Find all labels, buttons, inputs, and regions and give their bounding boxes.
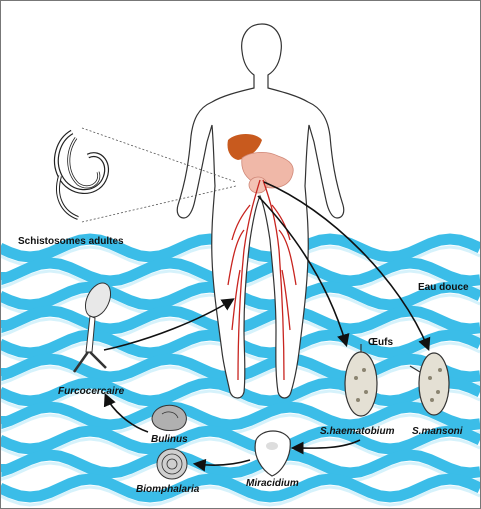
water-wave-band	[0, 431, 480, 449]
label-eggs: Œufs	[368, 337, 393, 348]
water-wave-band	[0, 479, 480, 497]
label-s-haematobium: S.haematobium	[320, 426, 394, 437]
label-biomphalaria: Biomphalaria	[136, 484, 199, 495]
label-furcocercaire: Furcocercaire	[58, 386, 124, 397]
biomphalaria-snail-illustration	[157, 449, 187, 479]
label-adult-worms: Schistosomes adultes	[18, 236, 124, 247]
label-fresh-water: Eau douce	[418, 282, 469, 293]
bulinus-snail-illustration	[152, 405, 186, 430]
label-s-mansoni: S.mansoni	[412, 426, 463, 437]
label-miracidium: Miracidium	[246, 478, 299, 489]
adult-schistosomes-illustration	[56, 132, 106, 218]
label-bulinus: Bulinus	[151, 434, 188, 445]
